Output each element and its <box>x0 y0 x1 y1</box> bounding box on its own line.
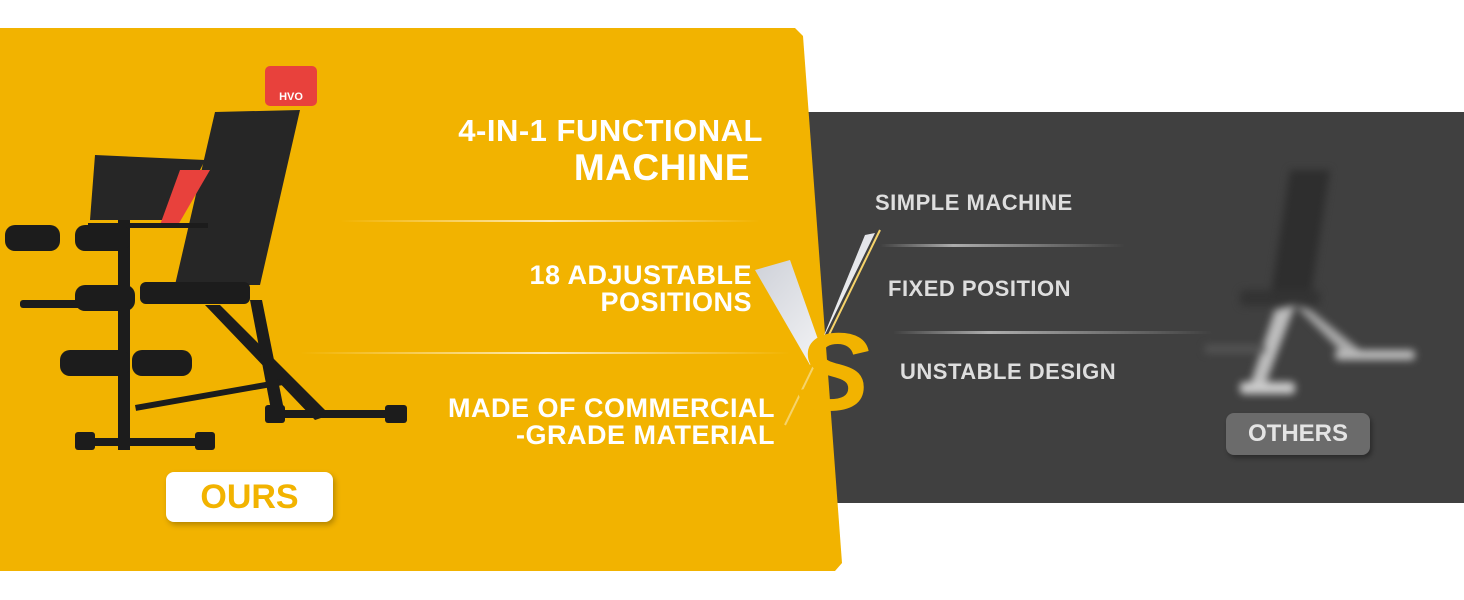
feature-3-line1: MADE OF COMMERCIAL <box>448 393 775 423</box>
others-feature-1: SIMPLE MACHINE <box>875 190 1073 215</box>
vs-emblem: S V <box>745 225 881 434</box>
hvo-bench-image: HVO <box>5 66 407 450</box>
divider <box>880 244 1125 247</box>
others-badge: OTHERS <box>1226 413 1370 455</box>
feature-2-line1: 18 ADJUSTABLE <box>529 260 752 290</box>
feature-2-line2: POSITIONS <box>600 287 752 317</box>
ours-badge: OURS <box>166 472 333 522</box>
others-feature-3: UNSTABLE DESIGN <box>900 359 1117 384</box>
feature-3-line2: -GRADE MATERIAL <box>516 420 775 450</box>
divider <box>893 331 1213 334</box>
others-feature-2: FIXED POSITION <box>888 276 1072 301</box>
hvo-logo: HVO <box>279 91 303 103</box>
divider <box>340 220 760 222</box>
divider <box>300 352 790 354</box>
feature-1-line2: MACHINE <box>573 147 750 188</box>
v-letter <box>755 233 875 365</box>
s-letter: S <box>796 311 869 434</box>
v-letter-text: V <box>745 225 746 226</box>
other-bench-image <box>1205 170 1415 394</box>
feature-1-line1: 4-IN-1 FUNCTIONAL <box>458 113 763 148</box>
